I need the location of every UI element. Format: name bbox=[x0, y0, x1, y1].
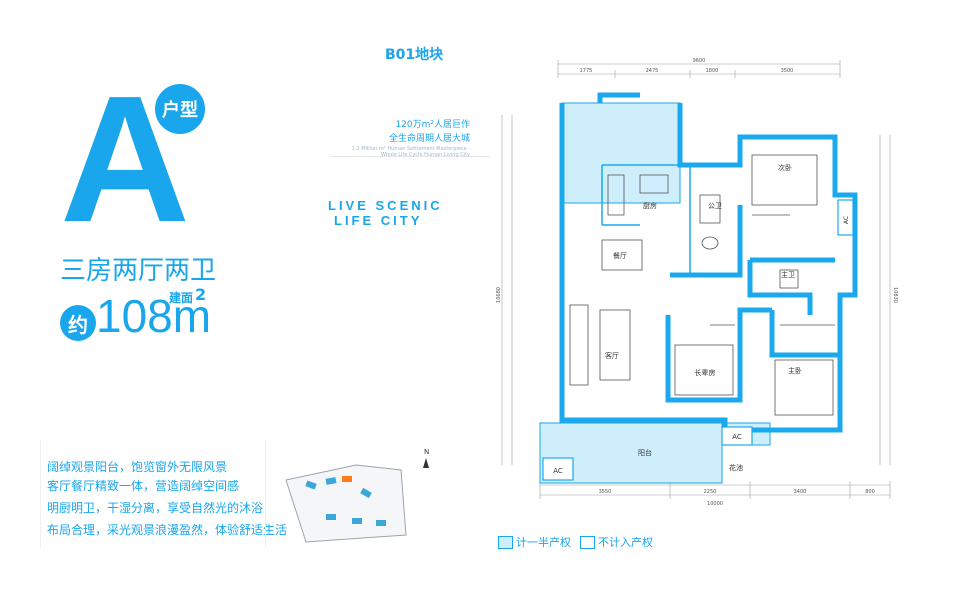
feature-item: 阔绰观景阳台，饱览窗外无限风景 bbox=[47, 460, 228, 474]
dim-bottom: 3400 bbox=[794, 489, 807, 495]
dim-top-total: 9600 bbox=[693, 58, 706, 64]
ac-label: AC bbox=[553, 467, 563, 475]
room-master: 主卧 bbox=[788, 366, 802, 375]
live-scenic-logo: LIVE SCENIC LIFE CITY bbox=[328, 198, 478, 228]
dim-bottom: 800 bbox=[865, 489, 875, 495]
room-bedroom2: 次卧 bbox=[778, 163, 792, 172]
dim-top: 1775 bbox=[580, 68, 593, 74]
dim-bottom: 2250 bbox=[704, 489, 717, 495]
slogan: 120万m²人居巨作 全生命周期人居大城 bbox=[340, 118, 470, 146]
room-elder: 长辈房 bbox=[695, 368, 716, 377]
ac-unit-center bbox=[721, 426, 753, 446]
slogan-line-1: 120万m²人居巨作 bbox=[395, 120, 470, 130]
ac-unit-right bbox=[837, 199, 854, 236]
room-kitchen: 厨房 bbox=[643, 201, 657, 210]
dim-bottom: 3550 bbox=[599, 489, 612, 495]
feature-item: 明厨明卫，干湿分离，享受自然光的沐浴 bbox=[47, 501, 264, 515]
room-configuration: 三房两厅两卫 bbox=[60, 256, 217, 286]
legend-none: 不计入产权 bbox=[598, 536, 653, 549]
logo-line-1: LIVE SCENIC bbox=[328, 198, 443, 213]
room-garden: 花池 bbox=[729, 463, 743, 472]
site-map-drawing: N bbox=[285, 448, 429, 543]
slogan-line-2: 全生命周期人居大城 bbox=[388, 134, 470, 144]
feature-item: 布局合理，采光观景浪漫盈然，体验舒适生活 bbox=[47, 523, 288, 537]
compass-label: N bbox=[424, 448, 429, 456]
ac-label: AC bbox=[732, 433, 742, 441]
ac-label: AC bbox=[843, 216, 850, 224]
unit-type-badge: 户型 bbox=[155, 84, 205, 134]
logo-line-2: LIFE CITY bbox=[334, 213, 423, 228]
area-prefix-badge: 约 bbox=[60, 305, 96, 341]
room-balcony: 阳台 bbox=[638, 448, 652, 457]
legend-swatch-half bbox=[498, 536, 513, 549]
dim-top: 3500 bbox=[781, 68, 794, 74]
room-living: 客厅 bbox=[605, 351, 619, 360]
dim-left-total: 10680 bbox=[496, 287, 502, 303]
dim-top: 1800 bbox=[706, 68, 719, 74]
area-superscript: 2 bbox=[195, 285, 207, 304]
top-balcony bbox=[561, 102, 681, 204]
slogan-english: 1.2 Million m² Human Settlement Masterpi… bbox=[351, 146, 470, 158]
site-map: N bbox=[265, 440, 434, 548]
floor-plan: 9600 1775 2475 1800 3500 3550 2250 3400 … bbox=[496, 58, 898, 507]
features-panel bbox=[40, 440, 266, 548]
legend-half: 计一半产权 bbox=[516, 536, 571, 549]
ac-unit-left bbox=[542, 457, 574, 481]
area-value: 108m bbox=[96, 290, 212, 342]
legend-swatch-none bbox=[580, 536, 595, 549]
feature-item: 客厅餐厅精致一体，营造阔绰空间感 bbox=[47, 479, 240, 493]
dim-bottom-total: 10000 bbox=[707, 501, 723, 507]
plot-label: B01地块 bbox=[385, 47, 444, 63]
room-master-bath: 主卫 bbox=[781, 270, 795, 279]
room-public-bath: 公卫 bbox=[708, 202, 722, 210]
area-label: 建面 bbox=[169, 291, 194, 305]
room-dining: 餐厅 bbox=[613, 251, 627, 260]
dim-right-total: 10830 bbox=[892, 287, 898, 303]
dim-top: 2475 bbox=[646, 68, 659, 74]
slogan-divider bbox=[330, 146, 490, 157]
north-arrow-icon bbox=[423, 458, 429, 468]
